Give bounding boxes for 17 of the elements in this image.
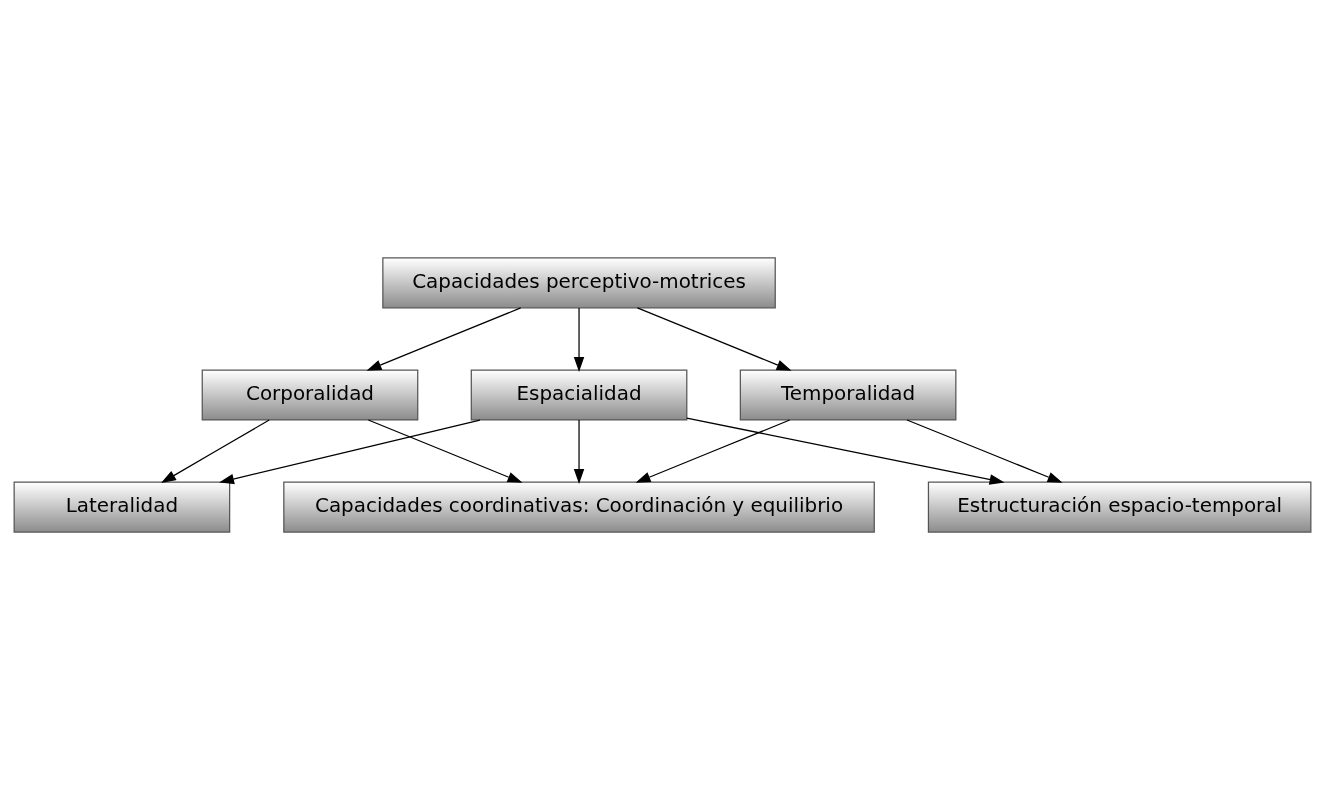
- arrow: [635, 419, 791, 483]
- node-box: Capacidades coordinativas: Coordinación y equilibrio: [283, 481, 875, 533]
- arrow: [219, 419, 481, 485]
- node-box: Capacidades perceptivo-motrices: [382, 257, 776, 309]
- arrow: [161, 419, 270, 484]
- node-box: Espacialidad: [470, 369, 688, 421]
- arrow: [367, 419, 523, 483]
- arrow: [366, 307, 522, 371]
- arrow: [906, 419, 1063, 483]
- arrow: [636, 307, 792, 371]
- arrow: [686, 417, 1005, 485]
- arrow: [573, 307, 585, 372]
- node-box: Estructuración espacio-temporal: [927, 481, 1312, 533]
- node-box: Corporalidad: [201, 369, 419, 421]
- node-box: Lateralidad: [13, 481, 231, 533]
- node-box: Temporalidad: [739, 369, 957, 421]
- arrow: [573, 419, 585, 484]
